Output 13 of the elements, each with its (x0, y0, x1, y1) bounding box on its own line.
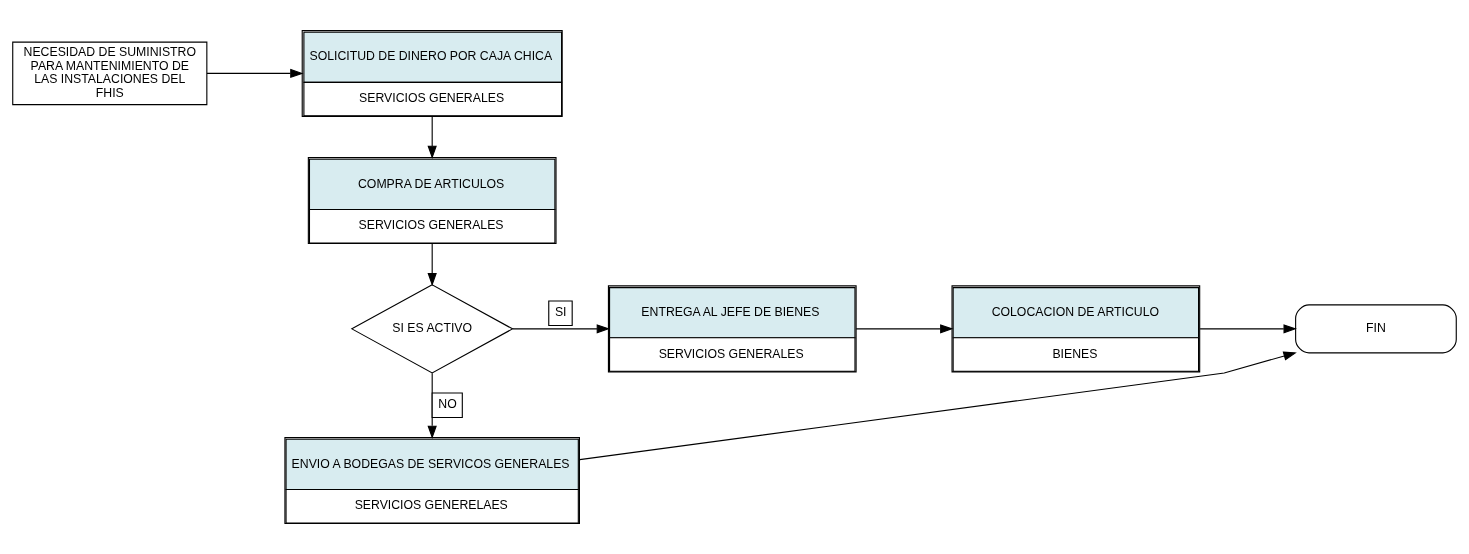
edge-label: SI (554, 305, 567, 320)
node-box: FIN (1295, 304, 1457, 354)
edge-label: NO (438, 397, 457, 412)
arrow (427, 115, 437, 160)
arrow (427, 372, 437, 440)
arrow (427, 243, 437, 287)
arrow (1199, 324, 1297, 334)
arrow (579, 351, 1297, 461)
arrow (512, 324, 611, 334)
arrow (855, 324, 954, 334)
arrow (206, 68, 304, 79)
node-diamond: SI ES ACTIVO (350, 284, 514, 374)
node-box: NECESIDAD DE SUMINISTRO PARA MANTENIMIENTO DE LAS INSTALACIONES DEL FHIS (12, 41, 208, 106)
